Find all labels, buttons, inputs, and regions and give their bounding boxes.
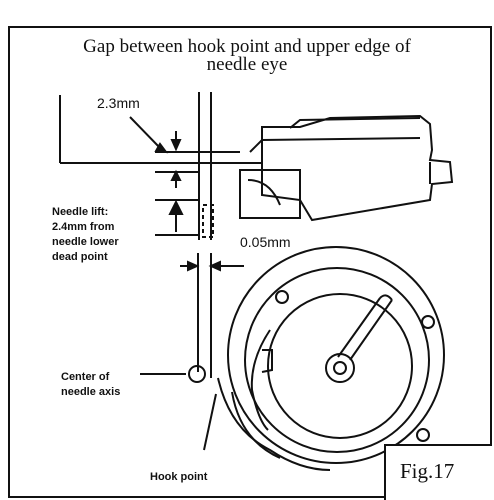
needle-lift-label: Needle lift: 2.4mm from needle lower dea… [52, 205, 119, 265]
center-axis-label: Center of needle axis [61, 370, 120, 400]
needle-lift-line-1: Needle lift: [52, 206, 109, 218]
hook-point-label: Hook point [150, 471, 208, 483]
center-axis-line-2: needle axis [61, 386, 121, 398]
reference-lines [59, 95, 262, 236]
rotary-hook [188, 246, 445, 471]
figure-number: Fig.17 [400, 459, 455, 483]
gap-dimension-label: 2.3mm [97, 95, 140, 111]
clearance-dimension-label: 0.05mm [240, 234, 291, 250]
needle-lift-line-2: 2.4mm from [52, 221, 115, 233]
needle-lift-line-3: needle lower [52, 236, 119, 248]
title-line-2: needle eye [206, 54, 288, 75]
needle-axis-lines [197, 253, 212, 378]
figure-label-box [384, 444, 492, 500]
needle-lift-line-4: dead point [52, 251, 108, 263]
dimension-arrows [129, 116, 244, 451]
figure-border [8, 26, 492, 498]
needle [198, 92, 214, 240]
hook-assembly [239, 114, 454, 222]
center-axis-line-1: Center of [61, 371, 110, 383]
title-line-1: Gap between hook point and upper edge of [83, 36, 411, 57]
